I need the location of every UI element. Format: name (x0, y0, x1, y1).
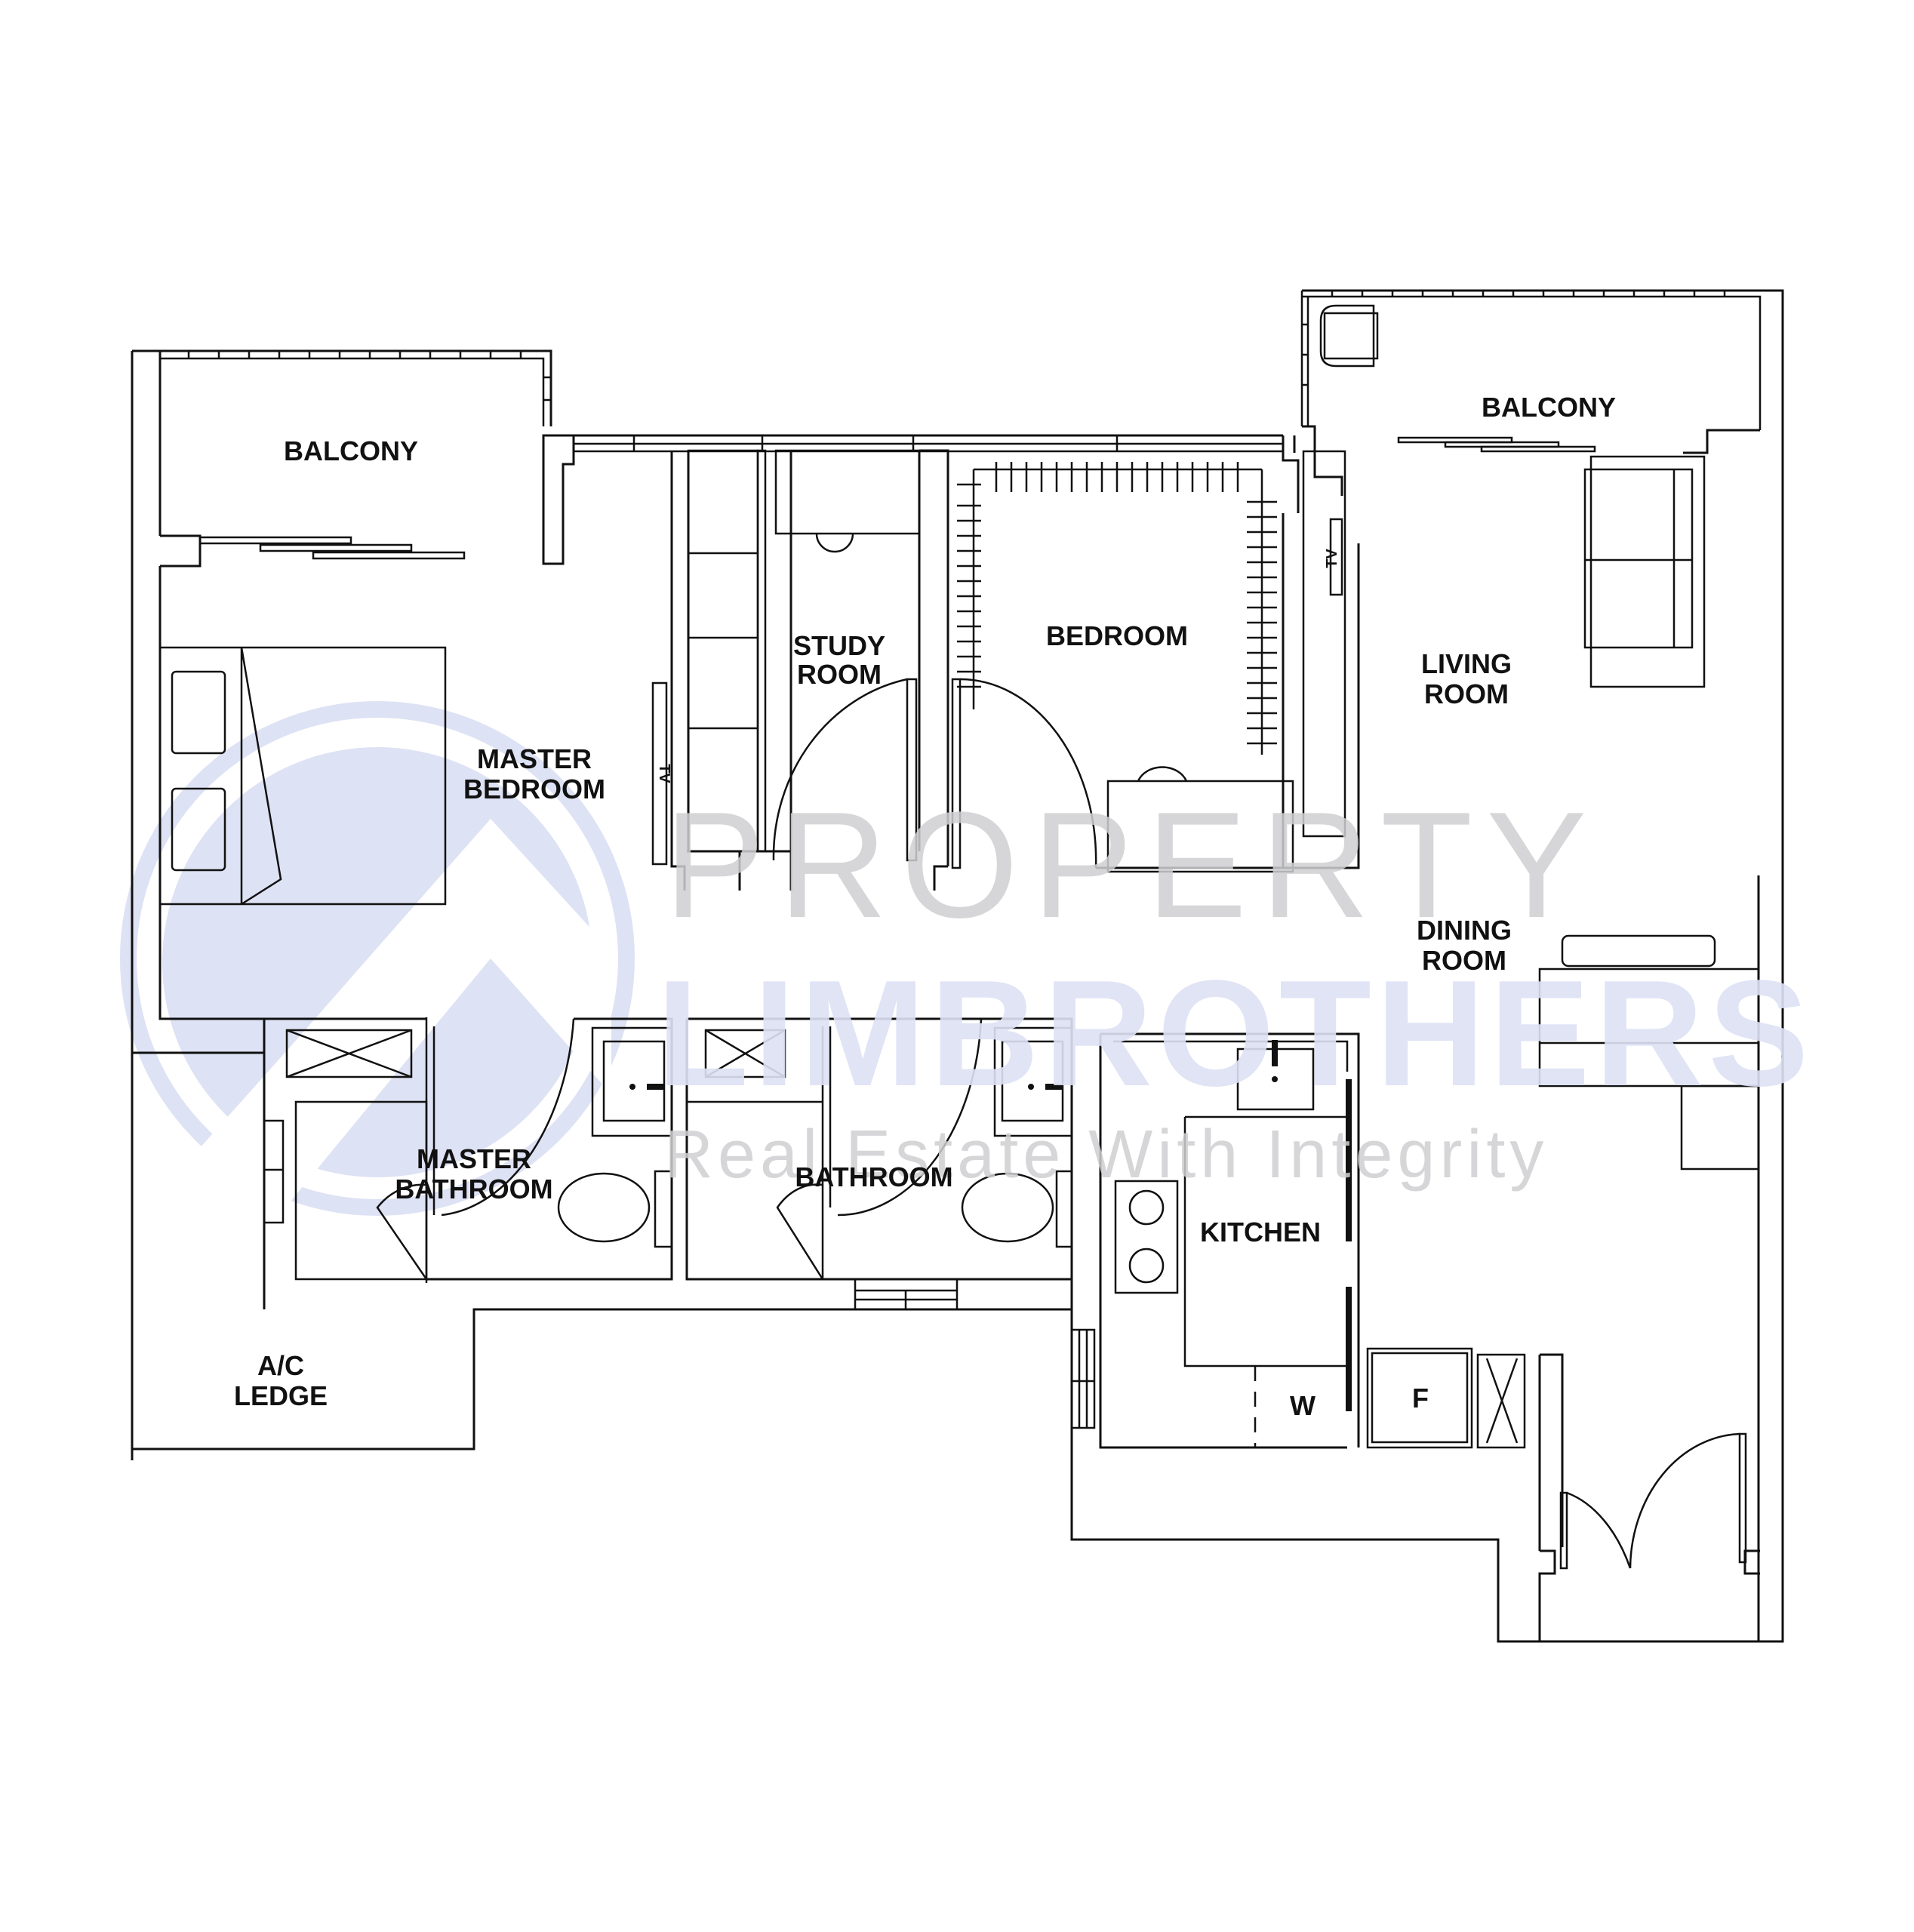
tv-label-living: TV (1324, 549, 1340, 568)
wardrobe-right (1247, 469, 1277, 755)
dining-bench (1561, 934, 1716, 968)
room-label-study-2: ROOM (797, 659, 882, 690)
living-room: TV (1302, 450, 1760, 1171)
sink-icon-2 (1001, 1040, 1064, 1122)
room-label-living-2: ROOM (1424, 678, 1509, 709)
window-3 (1070, 1328, 1096, 1429)
toilet-icon (557, 1170, 673, 1248)
kitchen: W F (1070, 1032, 1783, 1643)
study-door (772, 678, 918, 862)
master-bath-door (441, 1018, 575, 1217)
bath-door (376, 1183, 428, 1280)
room-label-ac-ledge-2: LEDGE (234, 1380, 328, 1411)
living-sliding-door (1397, 436, 1596, 453)
room-label-ac-ledge-1: A/C (257, 1350, 304, 1381)
window (263, 1119, 285, 1224)
dining-table (1538, 968, 1760, 1171)
room-label-living-1: LIVING (1421, 648, 1512, 679)
watermark-limbrothers: LIMBROTHERS (657, 949, 1814, 1118)
watermark-property: PROPERTY (664, 781, 1601, 949)
bath-door-swing-2 (837, 1018, 983, 1217)
room-label-kitchen: KITCHEN (1200, 1217, 1321, 1247)
room-label-balcony-right: BALCONY (1482, 392, 1616, 423)
room-label-dining-1: DINING (1417, 915, 1512, 946)
tv-unit-master: TV (651, 681, 672, 866)
room-label-master-bedroom-2: BEDROOM (463, 774, 605, 804)
shower-icon (285, 1029, 413, 1078)
top-windows (574, 434, 1300, 513)
room-label-dining-2: ROOM (1422, 945, 1506, 976)
fridge-label: F (1412, 1383, 1429, 1414)
room-label-master-bath-1: MASTER (417, 1143, 531, 1174)
room-label-master-bedroom-1: MASTER (477, 743, 592, 774)
washer-label: W (1290, 1390, 1315, 1421)
balcony-railing (187, 351, 551, 401)
shower-icon-2 (704, 1029, 786, 1078)
common-bathroom (685, 1017, 1073, 1311)
study-room (687, 449, 921, 891)
room-label-bathroom: BATHROOM (795, 1161, 952, 1192)
watermark-logo-icon (120, 701, 635, 1245)
fridge-icon: F (1366, 1347, 1473, 1449)
bedroom-desk (1106, 766, 1294, 873)
sofa-icon (1583, 455, 1706, 688)
room-label-balcony-left: BALCONY (284, 435, 418, 466)
bedroom (919, 449, 1360, 891)
sink-icon (602, 1040, 666, 1122)
entrance (1538, 1432, 1760, 1641)
bed-icon (158, 646, 447, 906)
wardrobe-top (974, 462, 1262, 492)
tv-label: TV (656, 764, 672, 783)
tv-console: TV (1302, 450, 1346, 838)
room-label-study-1: STUDY (793, 630, 885, 661)
master-bathroom (131, 1017, 1072, 1451)
sliding-door (198, 536, 466, 560)
main-door (1559, 1432, 1747, 1570)
left-balcony (131, 349, 575, 1019)
study-desk (774, 449, 921, 553)
stove-icon (1114, 1180, 1179, 1294)
watermark-tagline: Real Estate With Integrity (664, 1117, 1548, 1192)
bath-door-2 (776, 1183, 824, 1280)
room-label-bedroom: BEDROOM (1046, 620, 1188, 651)
balcony-railing-right (1302, 291, 1726, 386)
toilet-icon-2 (961, 1170, 1073, 1248)
storage-icon (1476, 1353, 1526, 1449)
wardrobe-left (957, 469, 981, 709)
room-label-master-bath-2: BATHROOM (395, 1174, 552, 1204)
bedroom-door (951, 678, 1097, 869)
armchair-icon (1319, 304, 1379, 368)
